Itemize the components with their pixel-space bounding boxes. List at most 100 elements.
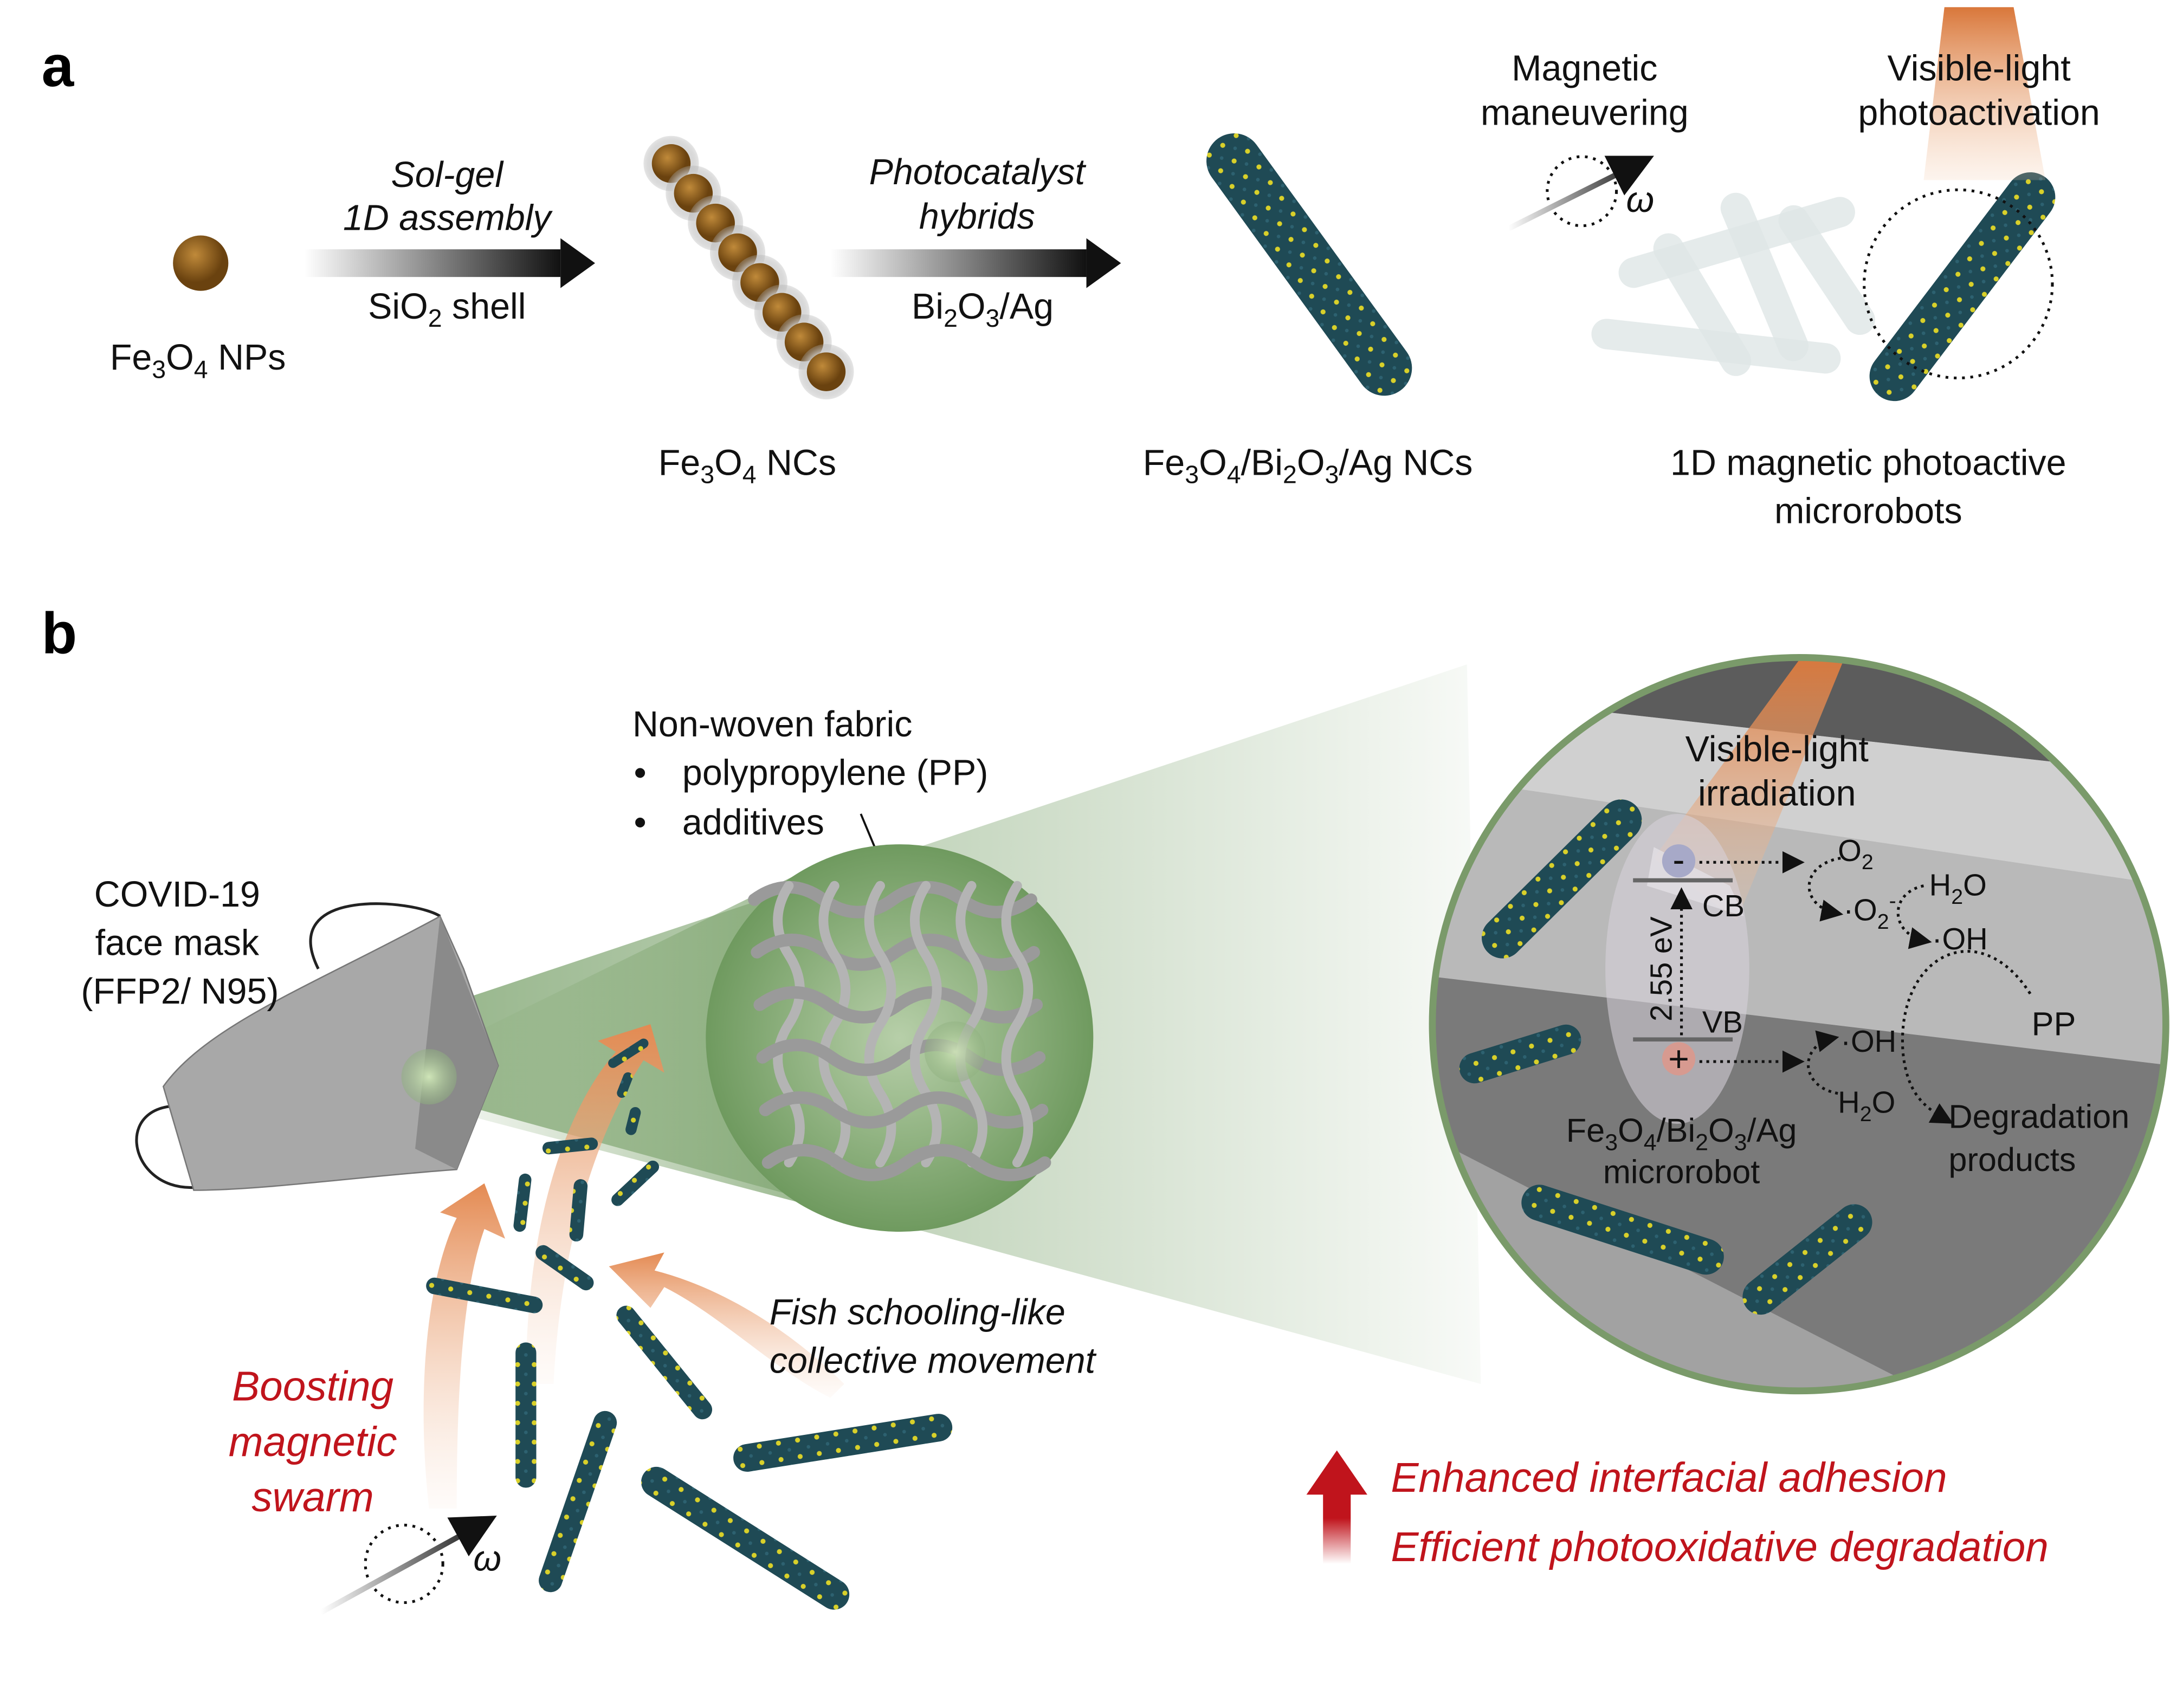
formula-part: 3 [1325, 461, 1339, 489]
formula-part: 2 [1695, 1129, 1708, 1155]
rotation-path [1863, 188, 2054, 380]
fiber [748, 881, 1037, 918]
h2o-bottom: H2O [1838, 1085, 1895, 1126]
fiber [1001, 881, 1034, 1168]
formula-part: NCs [757, 443, 836, 483]
formula-part: O [714, 443, 742, 483]
fabric-title: Non-woven fabric [632, 704, 912, 745]
ncs-label: Fe3O4 NCs [658, 443, 836, 488]
formula-part: O [1838, 833, 1862, 868]
face-mask [135, 902, 499, 1191]
microrobot-rod [733, 1414, 953, 1472]
microrobot-rod [535, 1245, 594, 1291]
maneuver-line1: Magnetic [1512, 49, 1657, 89]
formula-part: Fe [110, 338, 152, 378]
microrobot-rod [426, 1277, 543, 1314]
chain-particle [806, 352, 846, 391]
formula-part: Fe [1566, 1112, 1605, 1149]
formula-part: 3 [1185, 461, 1199, 489]
formula-part: 4 [1227, 461, 1241, 489]
formula-part: 2 [944, 304, 958, 332]
boost-line3: swarm [251, 1474, 374, 1521]
microrobot-rod [515, 1342, 537, 1488]
light-beam [1923, 7, 2046, 180]
band-gap: 2.55 eV [1644, 916, 1678, 1021]
robot-label-line2: microrobot [1603, 1154, 1760, 1191]
formula-part: 2 [1877, 910, 1889, 934]
fabric-item-pp: polypropylene (PP) [682, 753, 988, 793]
fiber [761, 1144, 1051, 1181]
hybrid-label: Fe3O4/Bi2O3/Ag NCs [1143, 443, 1473, 488]
band-diagram [1633, 844, 2032, 1124]
cb-label: CB [1702, 889, 1745, 923]
photo-line2: photoactivation [1858, 93, 2100, 133]
h2o-top: H2O [1929, 868, 1987, 909]
formula-part: 3 [1605, 1129, 1618, 1155]
microrobot-rod [641, 1466, 850, 1610]
degradation-line2: products [1948, 1141, 2076, 1178]
microrobot-rod [625, 1107, 641, 1135]
fiber [751, 933, 1041, 971]
microrobot-rod [539, 1411, 617, 1593]
formula-part: /Bi [1657, 1112, 1696, 1149]
step2-line2: hybrids [919, 197, 1035, 237]
enhancement-arrow-icon [1306, 1450, 1367, 1564]
result-line1: 1D magnetic photoactive [1670, 443, 2066, 483]
formula-part: Bi [912, 287, 944, 327]
microrobot-rod [617, 1072, 633, 1098]
arrow-photocatalyst [830, 238, 1121, 288]
rods-panel-a [1206, 133, 2056, 402]
formula-part: SiO [368, 287, 428, 327]
photo-line1: Visible-light [1888, 49, 2071, 89]
formula-part: 4 [1644, 1129, 1657, 1155]
microrobot-rod [1481, 799, 1642, 959]
microrobot-rod [1720, 192, 1809, 361]
arrow-sol-gel [304, 238, 596, 288]
fiber [753, 986, 1043, 1024]
fiber [909, 881, 942, 1168]
bullet-1: • [634, 753, 647, 793]
mask-line3: (FFP2/ N95) [81, 972, 279, 1012]
formula-part: - [1889, 889, 1896, 913]
formula-part: /Ag [999, 287, 1054, 327]
microrobot-rod [1653, 233, 1752, 376]
microrobot-rod [513, 1173, 532, 1232]
microrobot-zoom-circle [1429, 654, 2169, 1395]
benefit-degradation: Efficient photooxidative degradation [1391, 1524, 2049, 1570]
microrobot-rod [1869, 172, 2056, 402]
benefit-adhesion: Enhanced interfacial adhesion [1391, 1455, 1947, 1501]
formula-part: 3 [1734, 1129, 1747, 1155]
pp-fibers [748, 881, 1051, 1181]
formula-part: 2 [1283, 461, 1297, 489]
formula-part: /Ag [1747, 1112, 1797, 1149]
formula-part: /Ag NCs [1339, 443, 1472, 483]
formula-part: 2 [1951, 885, 1963, 909]
formula-part: 2 [1860, 1102, 1872, 1126]
microrobot-rod [616, 1305, 713, 1420]
mask-line2: face mask [95, 923, 260, 963]
formula-part: 2 [428, 304, 442, 332]
o2: O2 [1838, 833, 1874, 874]
step1-line1: Sol-gel [391, 155, 504, 195]
bullet-2: • [634, 803, 647, 843]
fiber [759, 1091, 1049, 1129]
formula-part: NPs [208, 338, 286, 378]
fiber [773, 881, 805, 1168]
boost-line2: magnetic [229, 1419, 397, 1465]
formula-part: shell [442, 287, 526, 327]
result-line2: microrobots [1774, 491, 1962, 532]
swarm-flow-arrows [423, 1024, 844, 1509]
microrobot-rod [569, 1179, 588, 1242]
formula-part: 3 [986, 304, 1000, 332]
microrobot-swarm [426, 1038, 953, 1610]
formula-part: O [1872, 1085, 1896, 1120]
fiber [756, 1039, 1046, 1076]
omega-a: ω [1626, 180, 1654, 220]
fish-line1: Fish schooling-like [770, 1292, 1065, 1332]
formula-part: 4 [194, 355, 208, 384]
irradiation-line1: Visible-light [1685, 729, 1869, 769]
formula-part: H [1929, 868, 1952, 902]
formula-part: ·O [1843, 893, 1877, 927]
nanochain [643, 135, 854, 400]
